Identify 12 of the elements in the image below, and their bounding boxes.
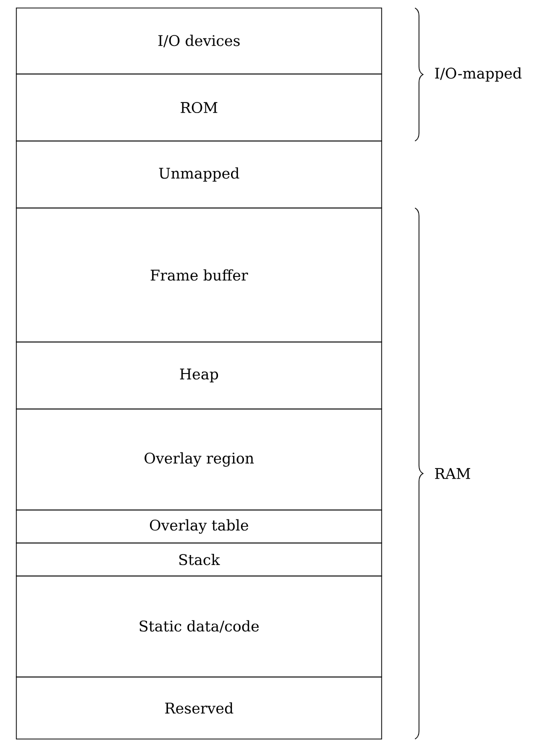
memory-region-box: Overlay table bbox=[16, 510, 382, 544]
memory-region-box: ROM bbox=[16, 74, 382, 142]
memory-region-box: Reserved bbox=[16, 676, 382, 740]
memory-region-box: Static data/code bbox=[16, 576, 382, 678]
memory-region-box: Heap bbox=[16, 342, 382, 410]
memory-region-box: I/O devices bbox=[16, 8, 382, 74]
memory-region-box: Overlay region bbox=[16, 408, 382, 510]
memory-region-box: Stack bbox=[16, 542, 382, 576]
brace-label: I/O-mapped bbox=[435, 67, 522, 82]
memory-region-box: Unmapped bbox=[16, 140, 382, 208]
brace-label: RAM bbox=[435, 468, 470, 479]
memory-region-box: Frame buffer bbox=[16, 208, 382, 342]
